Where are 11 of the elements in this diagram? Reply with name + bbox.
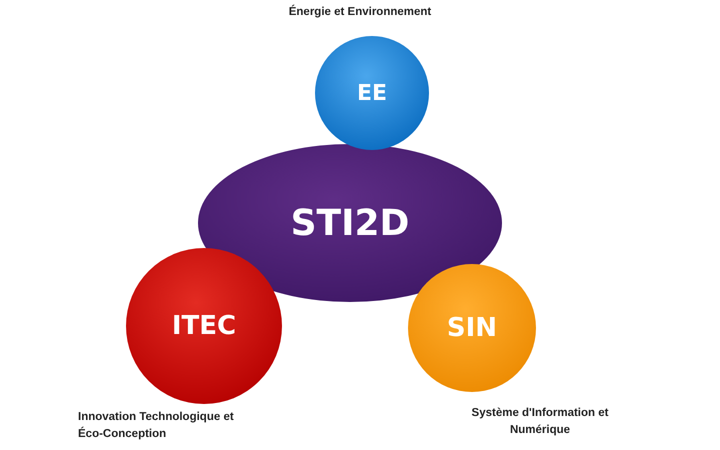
node-label: Innovation Technologique et Éco-Conception: [78, 410, 235, 442]
node-label: Système d'Information et Numérique: [470, 406, 610, 438]
node-label: SIN: [446, 313, 498, 343]
circle: [408, 264, 536, 392]
circle: [315, 36, 429, 150]
ellipse: [198, 144, 502, 302]
node-label: STI2D: [290, 202, 410, 244]
node-label: ITEC: [172, 311, 236, 341]
node-label: Énergie et Environnement: [288, 4, 432, 20]
node-label: EE: [356, 80, 388, 106]
circle: [126, 248, 282, 404]
